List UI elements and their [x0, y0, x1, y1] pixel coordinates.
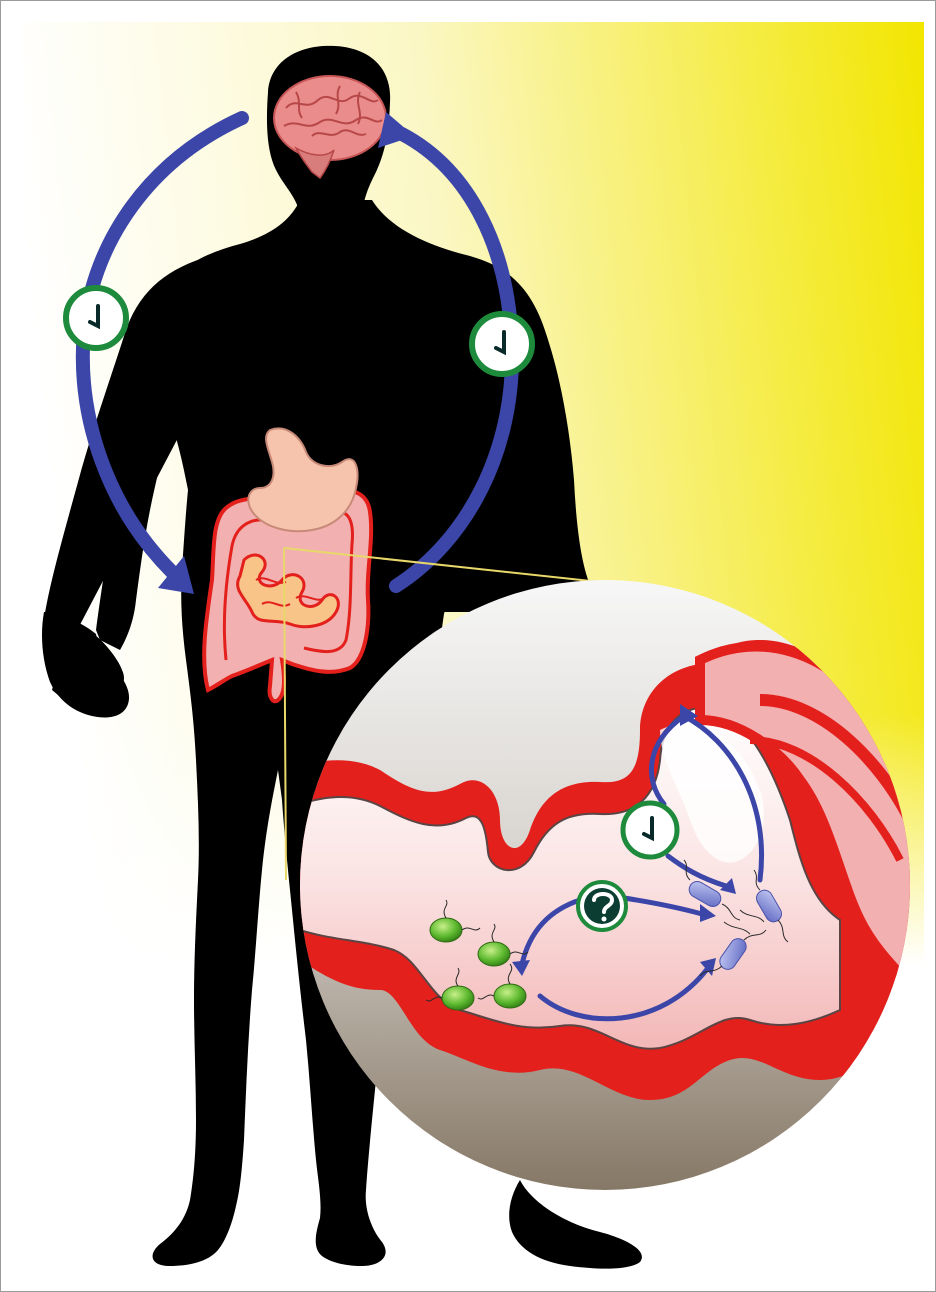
clock-icon: [623, 803, 677, 857]
question-bubble-icon: [578, 882, 626, 930]
clock-icon: [472, 314, 532, 374]
clock-icon: [66, 288, 126, 348]
